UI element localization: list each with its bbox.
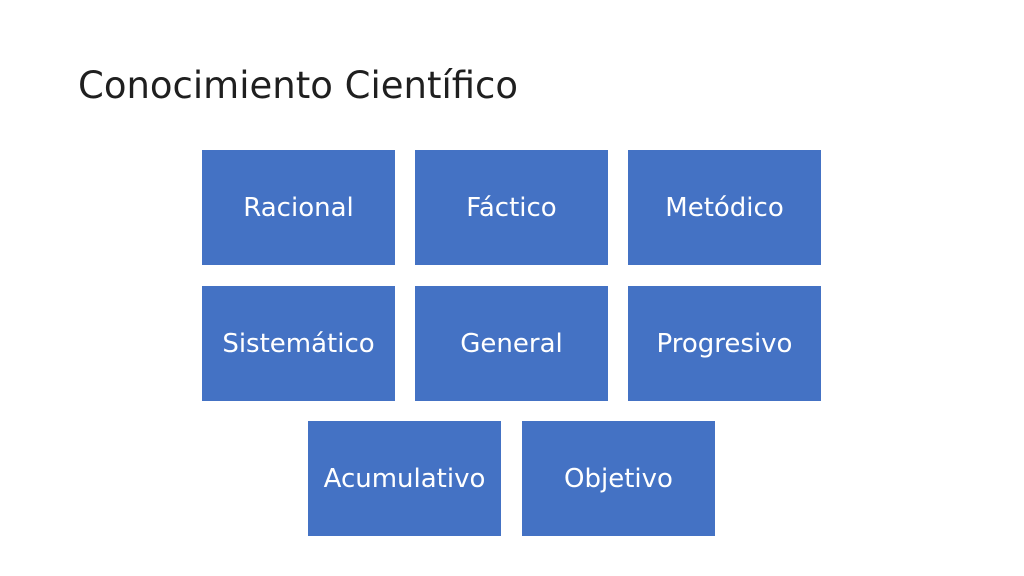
box-label: Metódico [665, 192, 784, 223]
box-racional: Racional [202, 150, 395, 265]
slide-title: Conocimiento Científico [78, 64, 519, 107]
box-objetivo: Objetivo [522, 421, 715, 536]
box-label: Sistemático [222, 328, 375, 359]
box-label: Objetivo [564, 463, 673, 494]
box-label: Racional [243, 192, 354, 223]
box-general: General [415, 286, 608, 401]
box-label: Fáctico [466, 192, 557, 223]
box-progresivo: Progresivo [628, 286, 821, 401]
box-acumulativo: Acumulativo [308, 421, 501, 536]
box-metodico: Metódico [628, 150, 821, 265]
box-label: Acumulativo [323, 463, 486, 494]
box-label: General [460, 328, 563, 359]
box-sistematico: Sistemático [202, 286, 395, 401]
box-label: Progresivo [656, 328, 793, 359]
box-factico: Fáctico [415, 150, 608, 265]
